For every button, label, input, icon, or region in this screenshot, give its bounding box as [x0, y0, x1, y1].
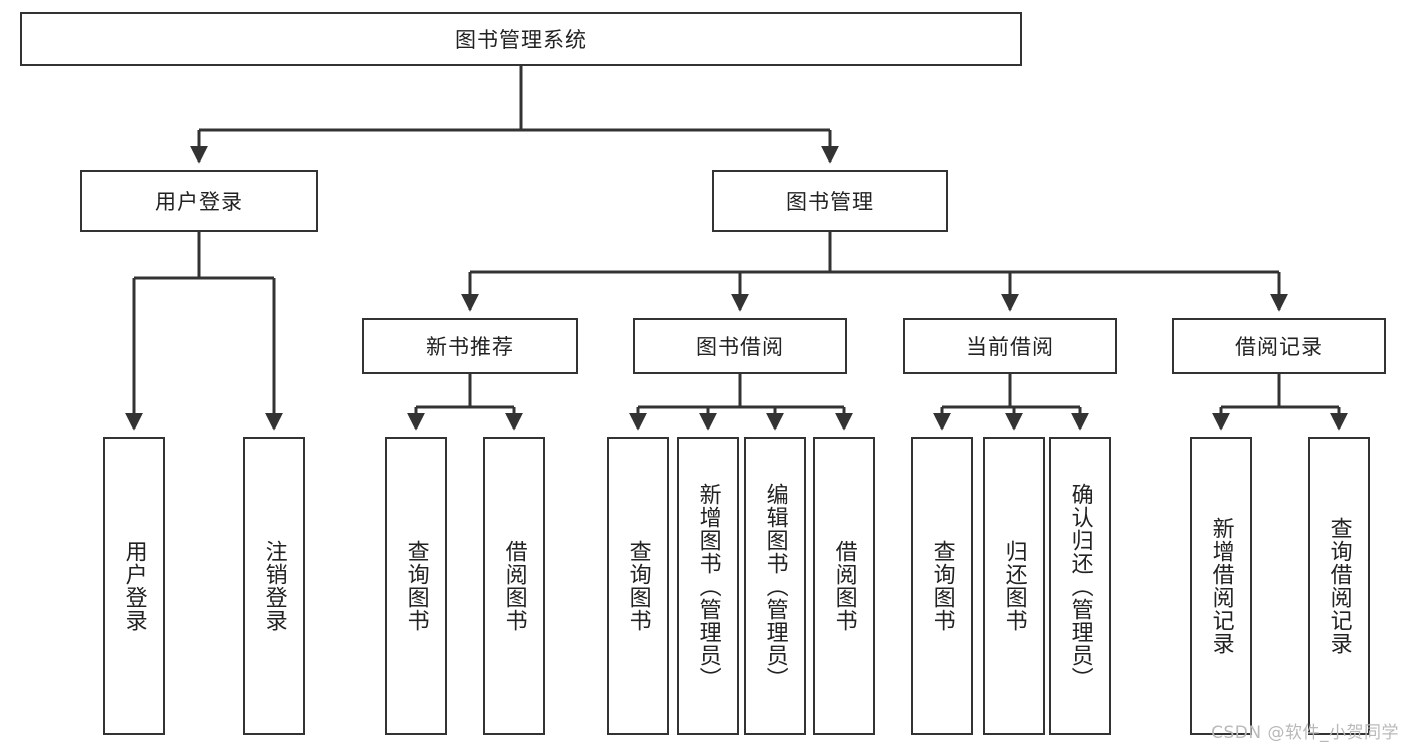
- leaf-query-book-borrow-label: 查询图书: [625, 540, 651, 632]
- leaf-query-book-borrow[interactable]: 查询图书: [607, 437, 669, 735]
- leaf-query-borrow-record[interactable]: 查询借阅记录: [1308, 437, 1370, 735]
- leaf-add-borrow-record[interactable]: 新增借阅记录: [1190, 437, 1252, 735]
- leaf-confirm-return-admin-label: 确认归还（管理员）: [1067, 482, 1093, 690]
- node-user-login[interactable]: 用户登录: [80, 170, 318, 232]
- node-borrow-records[interactable]: 借阅记录: [1172, 318, 1386, 374]
- node-root-label: 图书管理系统: [455, 28, 587, 52]
- leaf-add-book-admin-label: 新增图书（管理员）: [695, 482, 721, 690]
- leaf-query-book-recommend-label: 查询图书: [403, 540, 429, 632]
- leaf-borrow-book-label: 借阅图书: [831, 540, 857, 632]
- node-borrow-records-label: 借阅记录: [1235, 335, 1323, 359]
- node-root[interactable]: 图书管理系统: [20, 12, 1022, 66]
- node-book-borrow[interactable]: 图书借阅: [633, 318, 847, 374]
- leaf-user-logout-label: 注销登录: [261, 540, 287, 632]
- leaf-add-borrow-record-label: 新增借阅记录: [1208, 517, 1234, 655]
- node-book-management-label: 图书管理: [786, 190, 874, 214]
- leaf-borrow-book-recommend[interactable]: 借阅图书: [483, 437, 545, 735]
- leaf-query-book-current-label: 查询图书: [929, 540, 955, 632]
- node-new-book-recommend[interactable]: 新书推荐: [362, 318, 578, 374]
- leaf-query-book-current[interactable]: 查询图书: [911, 437, 973, 735]
- node-new-book-recommend-label: 新书推荐: [426, 335, 514, 359]
- leaf-user-login-label: 用户登录: [121, 540, 147, 632]
- leaf-add-book-admin[interactable]: 新增图书（管理员）: [677, 437, 739, 735]
- node-book-management[interactable]: 图书管理: [712, 170, 948, 232]
- node-current-borrow[interactable]: 当前借阅: [903, 318, 1117, 374]
- leaf-edit-book-admin-label: 编辑图书（管理员）: [762, 482, 788, 690]
- leaf-edit-book-admin[interactable]: 编辑图书（管理员）: [744, 437, 806, 735]
- node-user-login-label: 用户登录: [155, 190, 243, 214]
- leaf-query-book-recommend[interactable]: 查询图书: [385, 437, 447, 735]
- node-book-borrow-label: 图书借阅: [696, 335, 784, 359]
- leaf-borrow-book-recommend-label: 借阅图书: [501, 540, 527, 632]
- leaf-query-borrow-record-label: 查询借阅记录: [1326, 517, 1352, 655]
- leaf-borrow-book[interactable]: 借阅图书: [813, 437, 875, 735]
- leaf-return-book-label: 归还图书: [1001, 540, 1027, 632]
- leaf-return-book[interactable]: 归还图书: [983, 437, 1045, 735]
- leaf-user-login[interactable]: 用户登录: [103, 437, 165, 735]
- leaf-user-logout[interactable]: 注销登录: [243, 437, 305, 735]
- leaf-confirm-return-admin[interactable]: 确认归还（管理员）: [1049, 437, 1111, 735]
- node-current-borrow-label: 当前借阅: [966, 335, 1054, 359]
- csdn-watermark: CSDN @软件_小贺同学: [1211, 723, 1399, 743]
